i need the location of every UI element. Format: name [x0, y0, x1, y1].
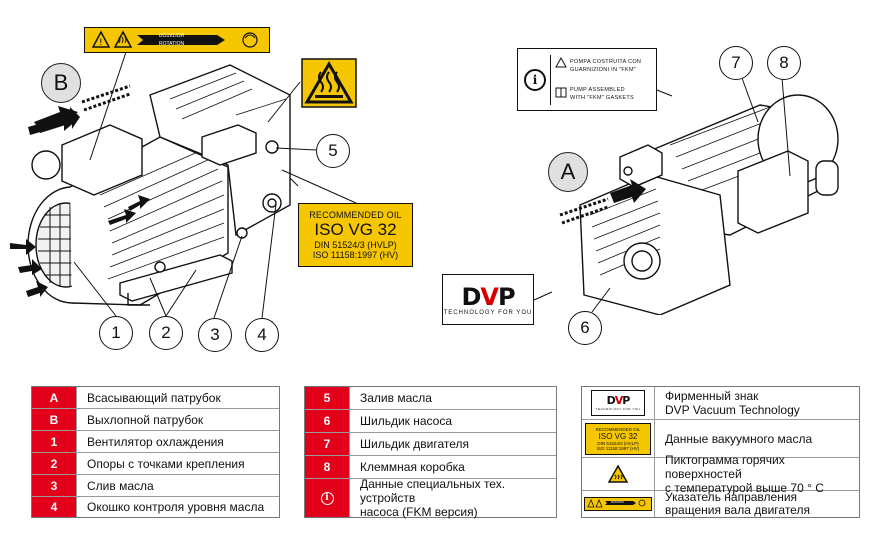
legend-key: 6 [305, 410, 350, 432]
info-line3: PUMP ASSEMBLED [570, 87, 625, 93]
legend-key: 8 [305, 456, 350, 478]
legend-text: Окошко контроля уровня масла [87, 500, 265, 514]
legend-text: Данные специальных тех. устройств [360, 477, 506, 505]
legend-text: Пиктограмма горячих поверхностей [665, 453, 785, 481]
left-pump-view: ! ROTATION ROTATION [0, 0, 440, 360]
legend-table-right: DVP TECHNOLOGY FOR YOU Фирменный знак DV… [581, 386, 860, 518]
callout-2: 2 [149, 316, 183, 350]
info-line4: WITH "FKM" GASKETS [570, 95, 635, 101]
view-letter-a: A [548, 152, 588, 192]
info-icon: i [320, 491, 334, 505]
legend-row-4: 4 Окошко контроля уровня масла [32, 497, 279, 517]
legend-row-8: 8 Клеммная коробка [305, 456, 556, 479]
legend-text: Слив масла [87, 478, 154, 493]
recommended-oil-label: RECOMMENDED OIL ISO VG 32 DIN 51524/3 (H… [298, 203, 413, 267]
legend-text: Вентилятор охлаждения [87, 434, 224, 449]
callout-5: 5 [316, 134, 350, 168]
svg-text:!: ! [99, 38, 103, 48]
warning-small-icon [555, 57, 567, 68]
legend-text: с температурой выше 70 ° C [665, 481, 824, 495]
hot-surface-icon [607, 464, 629, 483]
legend-key: 7 [305, 433, 350, 455]
legend-table-left: A Всасывающий патрубок B Выхлопной патру… [31, 386, 280, 518]
info-icon: i [524, 69, 546, 91]
legend-row-1: 1 Вентилятор охлаждения [32, 431, 279, 453]
legend-text: Указатель направления [665, 490, 798, 504]
info-line1: POMPA COSTRUITA CON [570, 59, 642, 65]
oil-label-line3: DIN 51524/3 (HVLP) [314, 240, 397, 250]
oil-label-line2: ISO VG 32 [314, 220, 397, 239]
leader-lines-left [73, 51, 357, 319]
legend-text: Фирменный знак [665, 389, 759, 403]
legend-text: Залив масла [360, 391, 432, 405]
legend-text: Клеммная коробка [360, 460, 465, 474]
dvp-tagline: TECHNOLOGY FOR YOU [443, 309, 533, 316]
legend-row-hot: Пиктограмма горячих поверхностей с темпе… [582, 453, 859, 495]
oil-label-mini: RECOMMENDED OIL ISO VG 32 DIN 51524/3 (H… [585, 422, 651, 455]
dvp-logo-label: DVP TECHNOLOGY FOR YOU [442, 274, 534, 325]
legend-text: насоса (FKM версия) [360, 505, 478, 519]
legend-key: 5 [305, 387, 350, 409]
legend-key: B [32, 409, 77, 430]
legend-key: 3 [32, 475, 77, 496]
legend-key-info: i [305, 479, 350, 517]
legend-key: 2 [32, 453, 77, 474]
info-line2: GUARNIZIONI IN "FKM" [570, 67, 637, 73]
dvp-logo: DVP [461, 282, 515, 311]
callout-6: 6 [568, 311, 602, 345]
legend-text: Всасывающий патрубок [87, 390, 221, 405]
legend-text: DVP Vacuum Technology [665, 403, 800, 417]
legend-key: 4 [32, 497, 77, 517]
legend-key: 1 [32, 431, 77, 452]
callout-7: 7 [719, 46, 753, 80]
legend-row-b: B Выхлопной патрубок [32, 409, 279, 431]
rotation-text-bottom: ROTATION [159, 41, 185, 47]
legend-row-2: 2 Опоры с точками крепления [32, 453, 279, 475]
legend-row-6: 6 Шильдик насоса [305, 410, 556, 433]
pump-drawing-right [579, 94, 839, 315]
callout-4: 4 [245, 318, 279, 352]
legend-text: Опоры с точками крепления [87, 456, 245, 471]
legend-row-dvp: DVP TECHNOLOGY FOR YOU Фирменный знак DV… [582, 387, 859, 420]
dvp-logo-mini: DVP TECHNOLOGY FOR YOU [591, 390, 645, 416]
legend-row-3: 3 Слив масла [32, 475, 279, 497]
exhaust-arrow [34, 84, 131, 128]
legend-table-middle: 5 Залив масла 6 Шильдик насоса 7 Шильдик… [304, 386, 557, 519]
legend-row-oil: RECOMMENDED OIL ISO VG 32 DIN 51524/3 (H… [582, 420, 859, 458]
legend-text: Данные вакуумного масла [665, 431, 813, 446]
hot-surface-warning [301, 58, 357, 108]
legend-key: A [32, 387, 77, 408]
legend-text: Шильдик насоса [360, 414, 453, 428]
oil-label-line1: RECOMMENDED OIL [309, 210, 402, 220]
legend-text: Выхлопной патрубок [87, 412, 204, 427]
intake-arrow [559, 179, 646, 225]
legend-text: вращения вала двигателя [665, 503, 810, 517]
oil-label-line4: ISO 11158:1997 (HV) [312, 250, 399, 260]
view-letter-b: B [41, 63, 81, 103]
rotation-label-mini: ROTATION [584, 497, 652, 511]
book-icon [555, 87, 567, 98]
rotation-direction-label: ! ROTATION ROTATION [84, 27, 270, 53]
callout-8: 8 [767, 46, 801, 80]
legend-text: Шильдик двигателя [360, 437, 469, 451]
legend-row-a: A Всасывающий патрубок [32, 387, 279, 409]
legend-row-info: i Данные специальных тех. устройств насо… [305, 477, 556, 519]
fkm-info-label: i POMPA COSTRUITA CON GUARNIZIONI IN "FK… [517, 48, 657, 111]
leader-lines-right [533, 77, 791, 313]
legend-row-5: 5 Залив масла [305, 387, 556, 410]
legend-row-7: 7 Шильдик двигателя [305, 433, 556, 456]
right-pump-view: i POMPA COSTRUITA CON GUARNIZIONI IN "FK… [440, 0, 891, 360]
callout-1: 1 [99, 316, 133, 350]
legend-row-rotation: ROTATION Указатель направления вращения … [582, 491, 859, 517]
callout-3: 3 [198, 318, 232, 352]
